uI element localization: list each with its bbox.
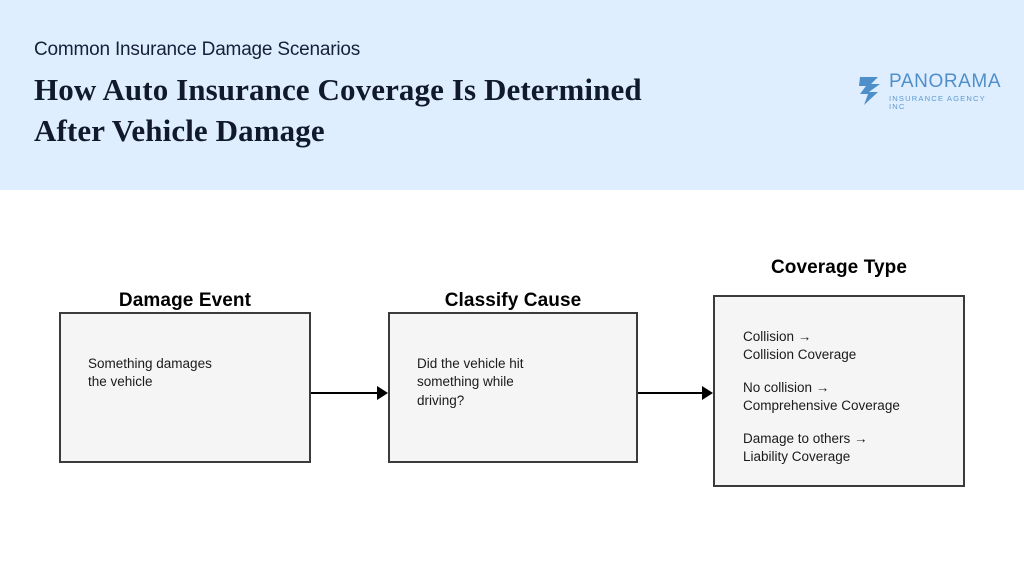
arrow-classify-to-coverage-head-icon	[702, 386, 713, 400]
arrow-damage-to-classify-line	[311, 392, 378, 394]
node-title-damage-event: Damage Event	[118, 290, 252, 311]
coverage-type-list: Collision → Collision Coverage No collis…	[743, 328, 953, 467]
node-box-coverage-type	[713, 295, 965, 487]
arrow-classify-to-coverage-line	[638, 392, 703, 394]
panorama-logo: PANORAMA INSURANCE AGENCY INC	[858, 72, 1001, 110]
logo-name: PANORAMA	[889, 70, 1002, 92]
node-title-coverage-type: Coverage Type	[770, 257, 908, 278]
logo-tagline: INSURANCE AGENCY INC	[889, 93, 986, 111]
panorama-mark-icon	[858, 76, 882, 106]
node-box-damage-event	[59, 312, 311, 463]
coverage-item: No collision → Comprehensive Coverage	[743, 379, 900, 414]
coverage-flowchart: Damage Event Something damages the vehic…	[0, 190, 1024, 580]
banner-eyebrow: Common Insurance Damage Scenarios	[34, 39, 361, 60]
node-box-classify-cause	[388, 312, 638, 463]
coverage-item: Damage to others → Liability Coverage	[743, 430, 868, 465]
node-body-classify-cause: Did the vehicle hit something while driv…	[417, 356, 524, 408]
node-body-damage-event: Something damages the vehicle	[88, 356, 212, 390]
page-title: How Auto Insurance Coverage Is Determine…	[34, 71, 642, 148]
arrow-damage-to-classify-head-icon	[377, 386, 388, 400]
banner-text-group: Common Insurance Damage Scenarios How Au…	[34, 38, 694, 151]
header-banner: Common Insurance Damage Scenarios How Au…	[0, 0, 1024, 190]
node-title-classify-cause: Classify Cause	[444, 290, 582, 311]
coverage-item: Collision → Collision Coverage	[743, 329, 857, 363]
logo-wordmark: PANORAMA INSURANCE AGENCY INC	[889, 72, 1001, 110]
